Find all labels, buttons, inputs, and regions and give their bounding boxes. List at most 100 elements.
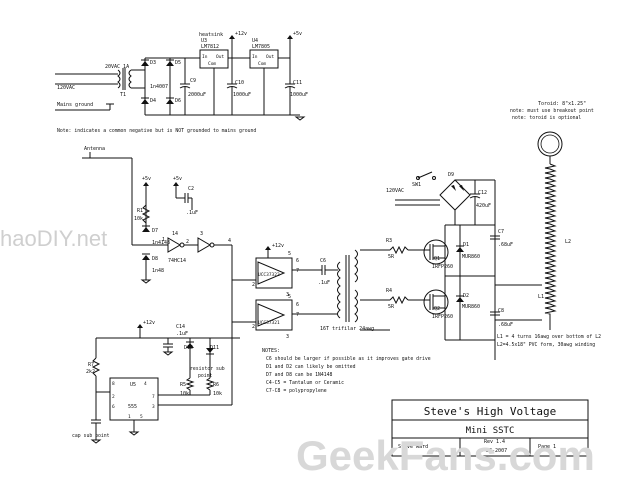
capacitor-c10 (226, 58, 238, 115)
timer-section: +12v C14 .1uF D10 D11 resistor sub point (72, 320, 240, 444)
q2-part-label: IRFP260 (432, 314, 453, 320)
resistor-r5 (185, 377, 195, 395)
diode-d5 (166, 59, 174, 66)
resistor-sub-label: resistor sub (190, 366, 225, 372)
notes-block: NOTES: C6 should be larger if possible a… (262, 348, 431, 394)
pin-3a-label: 3 (286, 292, 289, 298)
pin-2a-label: 2 (252, 282, 255, 288)
u5-part-label: 555 (128, 404, 137, 410)
u3-label: U3 (201, 38, 207, 44)
diode-d2 (456, 276, 464, 340)
u4-com-label: Com (258, 61, 266, 67)
pin-3b-label: 3 (286, 334, 289, 340)
v12-555-label: +12v (143, 320, 155, 326)
watermark-left: haoDIY.net (0, 226, 107, 251)
capacitor-c6 (315, 265, 338, 275)
d2-part-label: MUR860 (462, 304, 480, 310)
d3-label: D3 (150, 60, 156, 66)
u3-part-label: LM7812 (201, 44, 219, 50)
diode-d10 (186, 338, 194, 378)
inverter-74hc14-b (197, 237, 215, 253)
c12-label: C12 (478, 190, 487, 196)
pin-7a-label: 7 (296, 268, 299, 274)
pin-p6-label: 6 (112, 404, 115, 410)
diode-d11 (206, 338, 214, 378)
title-block-rev: Rev 1.4 (484, 439, 505, 445)
pin-p2-label: 2 (112, 394, 115, 400)
timing-capacitor (90, 419, 102, 444)
r7-value: 2k2 (86, 369, 95, 375)
c11-label: C11 (293, 80, 302, 86)
r6-label: R6 (213, 382, 219, 388)
pin-p8-label: 8 (112, 381, 115, 387)
pin-p7-label: 7 (152, 394, 155, 400)
coil-note-2: L2=4.5x18" PVC form, 30awg winding (497, 342, 595, 348)
d8-label: D8 (152, 256, 158, 262)
c2-label: C2 (188, 186, 194, 192)
pin-6b-label: 6 (296, 302, 299, 308)
title-block-subtitle: Mini SSTC (466, 426, 515, 436)
capacitor-c11 (284, 58, 296, 115)
d11-label: D11 (210, 345, 219, 351)
note-1: C6 should be larger if possible as it im… (266, 356, 431, 362)
diode-d3 (141, 59, 149, 66)
regulator-u4 (249, 49, 279, 115)
resistor-r7 (91, 338, 101, 392)
d8-part-label: 1n48 (152, 268, 164, 274)
resistor-r3 (389, 245, 409, 255)
t1-label: T1 (120, 92, 126, 98)
tesla-coil-section: Toroid: 8"x1.25" note: must use breakout… (495, 101, 601, 348)
secondary-coil-l2 (544, 156, 557, 330)
title-block-title: Steve's High Voltage (424, 405, 556, 418)
diode-d8 (142, 253, 150, 260)
diode-part-label: 1n4007 (150, 84, 168, 90)
resistor-sub-label-2: point (198, 373, 213, 379)
pin-5a-label: 5 (288, 251, 291, 257)
resistor-r1 (141, 204, 151, 224)
d4-label: D4 (150, 98, 156, 104)
t1-rating-label: 20VAC 1A (105, 64, 129, 70)
switch-sw1 (416, 171, 436, 180)
inverter-74hc14-a (167, 237, 185, 253)
v5-top-label: +5v (293, 31, 302, 37)
d10-label: D10 (184, 345, 193, 351)
heatsink-label: heatsink (199, 32, 223, 38)
pin-p1-label: 1 (128, 414, 131, 420)
r4-label: R4 (386, 288, 392, 294)
d7-label: D7 (152, 228, 158, 234)
inv-u-label: 14 (172, 231, 178, 237)
title-block-date: 4-28-2007 (480, 448, 507, 454)
ground-symbol (294, 114, 306, 121)
c14-label: C14 (176, 324, 185, 330)
d5-label: D5 (175, 60, 181, 66)
u3-out-label: Out (216, 54, 224, 60)
u1-part-label: UCC37322 (258, 272, 280, 278)
pin-p3-label: 3 (152, 404, 155, 410)
inv-pin2-label: 2 (186, 239, 189, 245)
u2-part-label: UCC37321 (258, 320, 280, 326)
mosfet-q2 (423, 289, 449, 315)
capacitor-c2 (176, 193, 193, 210)
c2-value: .1uF (186, 210, 198, 216)
gate-drive-transformer (337, 249, 358, 323)
c9-value: 2000uF (188, 92, 206, 98)
capacitor-c14 (162, 338, 174, 356)
driver-ucc37322 (255, 257, 293, 289)
diode-d4 (141, 97, 149, 104)
r1-value: 10k (134, 216, 143, 222)
r5-label: R5 (180, 382, 186, 388)
ac-input-label: 120VAC (57, 85, 75, 91)
note-2: D1 and D2 can likely be omitted (266, 364, 356, 370)
toroid-note-2: note: toroid is optional (512, 115, 581, 121)
pin-2b-label: 2 (252, 324, 255, 330)
v12-top-label: +12v (235, 31, 247, 37)
mains-ground-label: Mains ground (57, 102, 93, 108)
l2-label: L2 (565, 239, 571, 245)
u4-out-label: Out (266, 54, 274, 60)
r7-label: R7 (88, 362, 94, 368)
q1-part-label: IRFP260 (432, 264, 453, 270)
title-block-author: Steve Ward (398, 444, 428, 450)
note-4: C4-C5 = Tantalum or Ceramic (266, 380, 344, 386)
inv-pin4-label: 4 (228, 238, 231, 244)
c6-label: C6 (320, 258, 326, 264)
